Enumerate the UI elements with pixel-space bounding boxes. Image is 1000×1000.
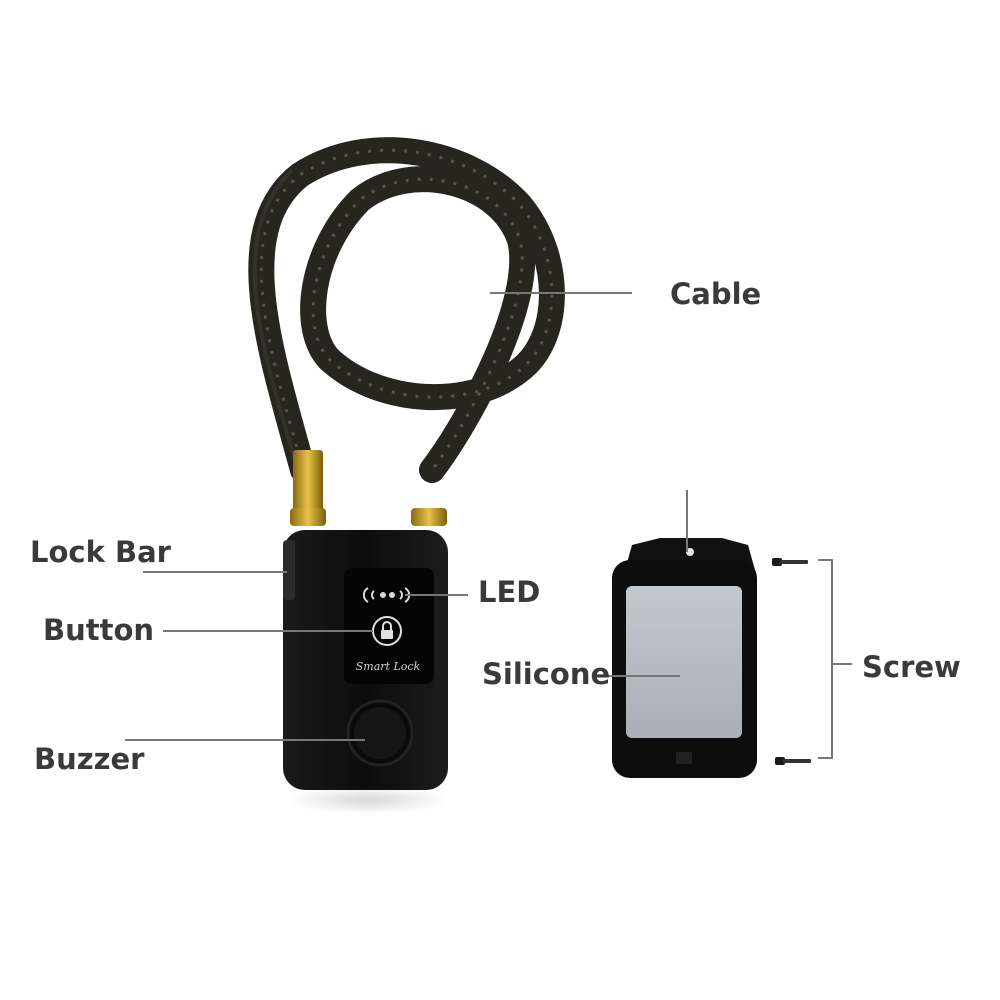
lock-body: Smart Lock xyxy=(283,530,448,814)
lock-face-text: Smart Lock xyxy=(356,660,421,673)
brass-ferrule-right xyxy=(411,508,447,526)
buzzer-label: Buzzer xyxy=(34,742,145,776)
button-label: Button xyxy=(43,613,155,647)
cable xyxy=(248,137,565,483)
silicone-label: Silicone xyxy=(482,657,611,691)
led-label: LED xyxy=(478,575,541,609)
cable-label: Cable xyxy=(670,277,762,311)
screw-label: Screw xyxy=(862,650,961,684)
silicone-holder xyxy=(612,538,757,778)
screw-bracket xyxy=(818,559,852,759)
brass-ferrule-left xyxy=(290,450,326,526)
lock-bar-label: Lock Bar xyxy=(30,535,171,569)
screw-bottom xyxy=(775,757,811,765)
screw-top xyxy=(772,558,808,566)
leader-lines xyxy=(125,292,852,759)
